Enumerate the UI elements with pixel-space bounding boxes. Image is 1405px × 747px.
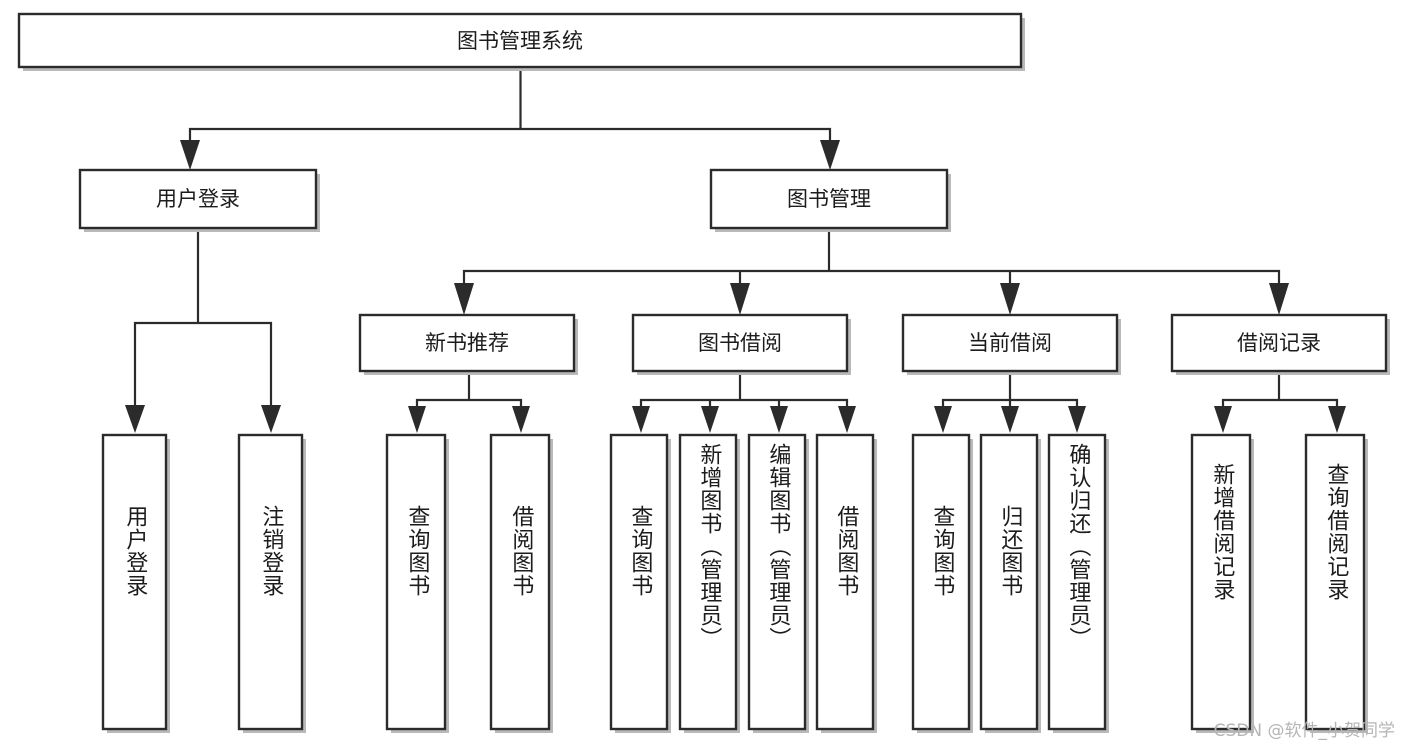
- connector-currentborrow-bus: [941, 373, 1079, 409]
- arrow-to-leaf-borrow-book-2: [838, 406, 856, 433]
- leaf-borrow-book-1-rect[interactable]: [489, 433, 551, 731]
- leaf-return-book-rect[interactable]: [979, 433, 1039, 731]
- leaf-edit-book-rect[interactable]: [747, 433, 807, 731]
- borrow-record-rect[interactable]: [1170, 313, 1388, 373]
- connector-newbook-bus: [415, 373, 523, 409]
- leaf-logout-login-rect[interactable]: [237, 433, 304, 731]
- connector-borrowrecord-bus: [1221, 373, 1339, 409]
- root-label: 图书管理系统: [457, 29, 583, 53]
- node-book-manage[interactable]: 图书管理: [709, 168, 951, 232]
- leaf-confirm-return-rect[interactable]: [1047, 433, 1107, 731]
- arrow-to-leaf-add-record: [1214, 406, 1232, 433]
- current-borrow-rect[interactable]: [901, 313, 1119, 373]
- node-borrow-record[interactable]: 借阅记录: [1170, 313, 1390, 375]
- arrow-to-borrow-record: [1269, 283, 1289, 315]
- arrow-to-leaf-return-book: [1001, 406, 1019, 433]
- node-book-borrow[interactable]: 图书借阅: [631, 313, 851, 375]
- leaf-add-book-rect[interactable]: [678, 433, 738, 731]
- leaf-query-book-3-rect[interactable]: [911, 433, 971, 731]
- arrow-to-leaf-borrow-book-1: [512, 406, 530, 433]
- leaf-borrow-book-2-rect[interactable]: [815, 433, 875, 731]
- node-user-login[interactable]: 用户登录: [78, 168, 320, 232]
- root-rect[interactable]: [17, 12, 1023, 69]
- node-current-borrow[interactable]: 当前借阅: [901, 313, 1121, 375]
- connector-bookborrow-bus: [639, 373, 849, 409]
- arrow-to-leaf-query-record: [1328, 406, 1346, 433]
- borrow-record-label: 借阅记录: [1237, 331, 1321, 355]
- leaf-user-login-rect[interactable]: [101, 433, 168, 731]
- new-book-recommend-label: 新书推荐: [425, 331, 509, 355]
- arrow-to-leaf-query-book-1: [408, 406, 426, 433]
- connector-userlogin-bus: [133, 230, 273, 407]
- book-manage-rect[interactable]: [709, 168, 949, 230]
- user-login-rect[interactable]: [78, 168, 318, 230]
- current-borrow-label: 当前借阅: [968, 331, 1052, 355]
- user-login-label: 用户登录: [156, 187, 240, 211]
- leaf-box-layer: [101, 433, 1368, 733]
- book-borrow-rect[interactable]: [631, 313, 849, 373]
- arrow-to-book-borrow: [730, 283, 750, 315]
- arrow-to-leaf-confirm-return: [1068, 406, 1086, 433]
- arrow-to-leaf-edit-book: [770, 406, 788, 433]
- csdn-watermark: CSDN @软件_小贺同学: [1213, 721, 1395, 741]
- leaf-add-record-rect[interactable]: [1190, 433, 1252, 731]
- leaf-query-book-2-rect[interactable]: [609, 433, 669, 731]
- node-root[interactable]: 图书管理系统: [17, 12, 1025, 71]
- connector-root-to-level2: [188, 65, 832, 142]
- arrow-to-leaf-add-book: [701, 406, 719, 433]
- arrow-to-book-manage: [820, 140, 840, 170]
- arrow-to-user-login: [180, 140, 200, 170]
- book-borrow-label: 图书借阅: [698, 331, 782, 355]
- new-book-recommend-rect[interactable]: [358, 313, 576, 373]
- arrow-to-current-borrow: [1000, 283, 1020, 315]
- arrow-to-leaf-query-book-2: [632, 406, 650, 433]
- connector-bookmanage-bus: [462, 230, 1281, 285]
- arrow-to-leaf-user-login: [125, 405, 145, 433]
- leaf-query-book-1-rect[interactable]: [385, 433, 447, 731]
- arrow-to-leaf-query-book-3: [934, 406, 952, 433]
- arrow-to-new-book-recommend: [454, 283, 474, 315]
- leaf-query-record-rect[interactable]: [1304, 433, 1366, 731]
- book-manage-label: 图书管理: [787, 187, 871, 211]
- node-new-book-recommend[interactable]: 新书推荐: [358, 313, 578, 375]
- connector-layer: [125, 65, 1346, 433]
- arrow-to-leaf-logout-login: [261, 405, 281, 433]
